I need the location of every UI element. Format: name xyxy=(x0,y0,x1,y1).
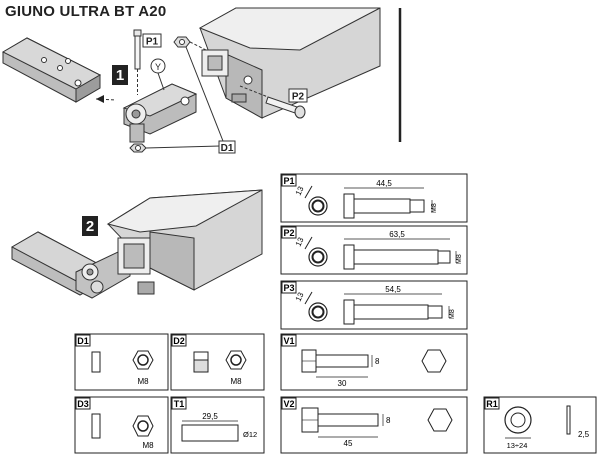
part-v1: V1 8 30 xyxy=(280,333,468,391)
part-p1: P1 13 44,5 M8 xyxy=(280,173,468,223)
page-title: GIUNO ULTRA BT A20 xyxy=(5,3,167,20)
callout-p2: P2 xyxy=(292,92,305,103)
t1-diameter: Ø12 xyxy=(243,430,257,439)
step-2-number: 2 xyxy=(86,218,94,235)
r1-code: R1 xyxy=(486,399,498,409)
v1-code: V1 xyxy=(283,336,294,346)
part-d3: D3 M8 xyxy=(74,396,169,454)
d3-code: D3 xyxy=(77,399,89,409)
p3-thread: M8 xyxy=(449,309,456,319)
p3-length: 54,5 xyxy=(385,285,401,294)
p1-thread: M8 xyxy=(431,203,438,213)
d1-code: D1 xyxy=(77,336,89,346)
v1-length: 30 xyxy=(338,379,347,388)
d3-thread: M8 xyxy=(142,441,154,450)
r1-thickness: 2,5 xyxy=(578,430,590,439)
v2-height: 8 xyxy=(386,416,391,425)
v2-code: V2 xyxy=(283,399,294,409)
part-p2: P2 13 63,5 M8 xyxy=(280,225,468,275)
step-2-badge xyxy=(82,216,98,236)
callout-d1: D1 xyxy=(221,143,234,154)
p1-length: 44,5 xyxy=(376,179,392,188)
v2-length: 45 xyxy=(344,439,353,448)
part-r1: R1 13÷24 2,5 xyxy=(483,396,597,454)
p2-diag: 13 xyxy=(294,235,306,247)
p1-diag: 13 xyxy=(294,184,306,196)
v1-height: 8 xyxy=(375,357,380,366)
callout-p1: P1 xyxy=(146,37,159,48)
p2-length: 63,5 xyxy=(389,230,405,239)
callout-y: Y xyxy=(155,62,161,72)
step-1-badge xyxy=(112,65,128,85)
p3-diag: 13 xyxy=(294,290,306,302)
part-d1: D1 M8 xyxy=(74,333,169,391)
t1-length: 29,5 xyxy=(202,412,218,421)
step-2-illustration: 2 xyxy=(10,189,263,299)
part-p3: P3 13 54,5 M8 xyxy=(280,280,468,330)
p1-code: P1 xyxy=(283,176,294,186)
d2-code: D2 xyxy=(173,336,185,346)
part-d2: D2 M8 xyxy=(170,333,265,391)
p2-thread: M8 xyxy=(456,254,463,264)
step-1-illustration: 1 P1 Y D1 xyxy=(1,7,381,154)
p2-code: P2 xyxy=(283,228,294,238)
d2-thread: M8 xyxy=(230,377,242,386)
part-v2: V2 8 45 xyxy=(280,396,468,454)
part-t1: T1 29,5 Ø12 xyxy=(170,396,265,454)
p3-code: P3 xyxy=(283,283,294,293)
t1-code: T1 xyxy=(174,399,185,409)
r1-range: 13÷24 xyxy=(507,441,528,450)
d1-thread: M8 xyxy=(137,377,149,386)
step-1-number: 1 xyxy=(116,67,124,84)
